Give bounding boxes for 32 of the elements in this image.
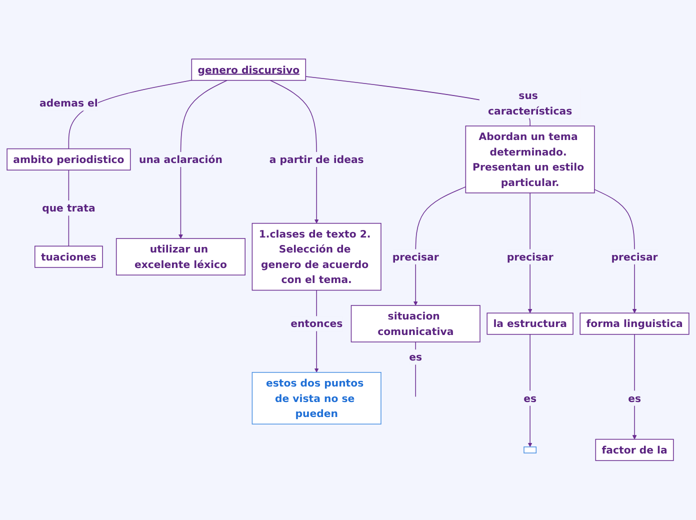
edge-label: es xyxy=(628,392,641,404)
edge-label: precisar xyxy=(506,250,554,264)
connector xyxy=(415,342,416,398)
edge-label: precisar xyxy=(611,250,658,264)
edge-label: que trata xyxy=(42,202,96,214)
arrow xyxy=(594,189,637,314)
node-box: utilizar un excelente léxico xyxy=(116,238,246,276)
connector xyxy=(68,80,192,150)
arrow xyxy=(528,334,532,448)
node-box: ambito periodistico xyxy=(6,148,131,171)
edge-label: es xyxy=(524,392,537,404)
node-box: Abordan un tema determinado. Presentan un estilo particular. xyxy=(465,126,595,194)
node-box: 1.clases de texto 2. Selección de genero de acuerdo con el tema. xyxy=(252,223,382,291)
edge-label: una aclaración xyxy=(138,154,222,166)
node-box: factor de la xyxy=(595,439,674,462)
edge-label: a partir de ideas xyxy=(269,154,364,166)
edge-label: sus características xyxy=(488,90,572,118)
node-box: estos dos puntos de vista no se pueden xyxy=(252,372,382,425)
node-box: forma linguistica xyxy=(580,312,690,335)
edge-label: es xyxy=(409,351,422,364)
edge-label: entonces xyxy=(290,318,343,330)
arrow xyxy=(632,334,637,440)
arrow xyxy=(270,80,319,224)
node-box: la estructura xyxy=(486,312,574,335)
arrow xyxy=(178,80,228,239)
node-box: tuaciones xyxy=(34,246,103,268)
edge-label: ademas el xyxy=(40,97,98,110)
node-box xyxy=(524,446,537,454)
edge-label: precisar xyxy=(392,250,439,264)
node-box: genero discursivo xyxy=(191,58,306,81)
arrow xyxy=(413,186,466,306)
node-box: situacion comunicativa xyxy=(350,305,480,342)
